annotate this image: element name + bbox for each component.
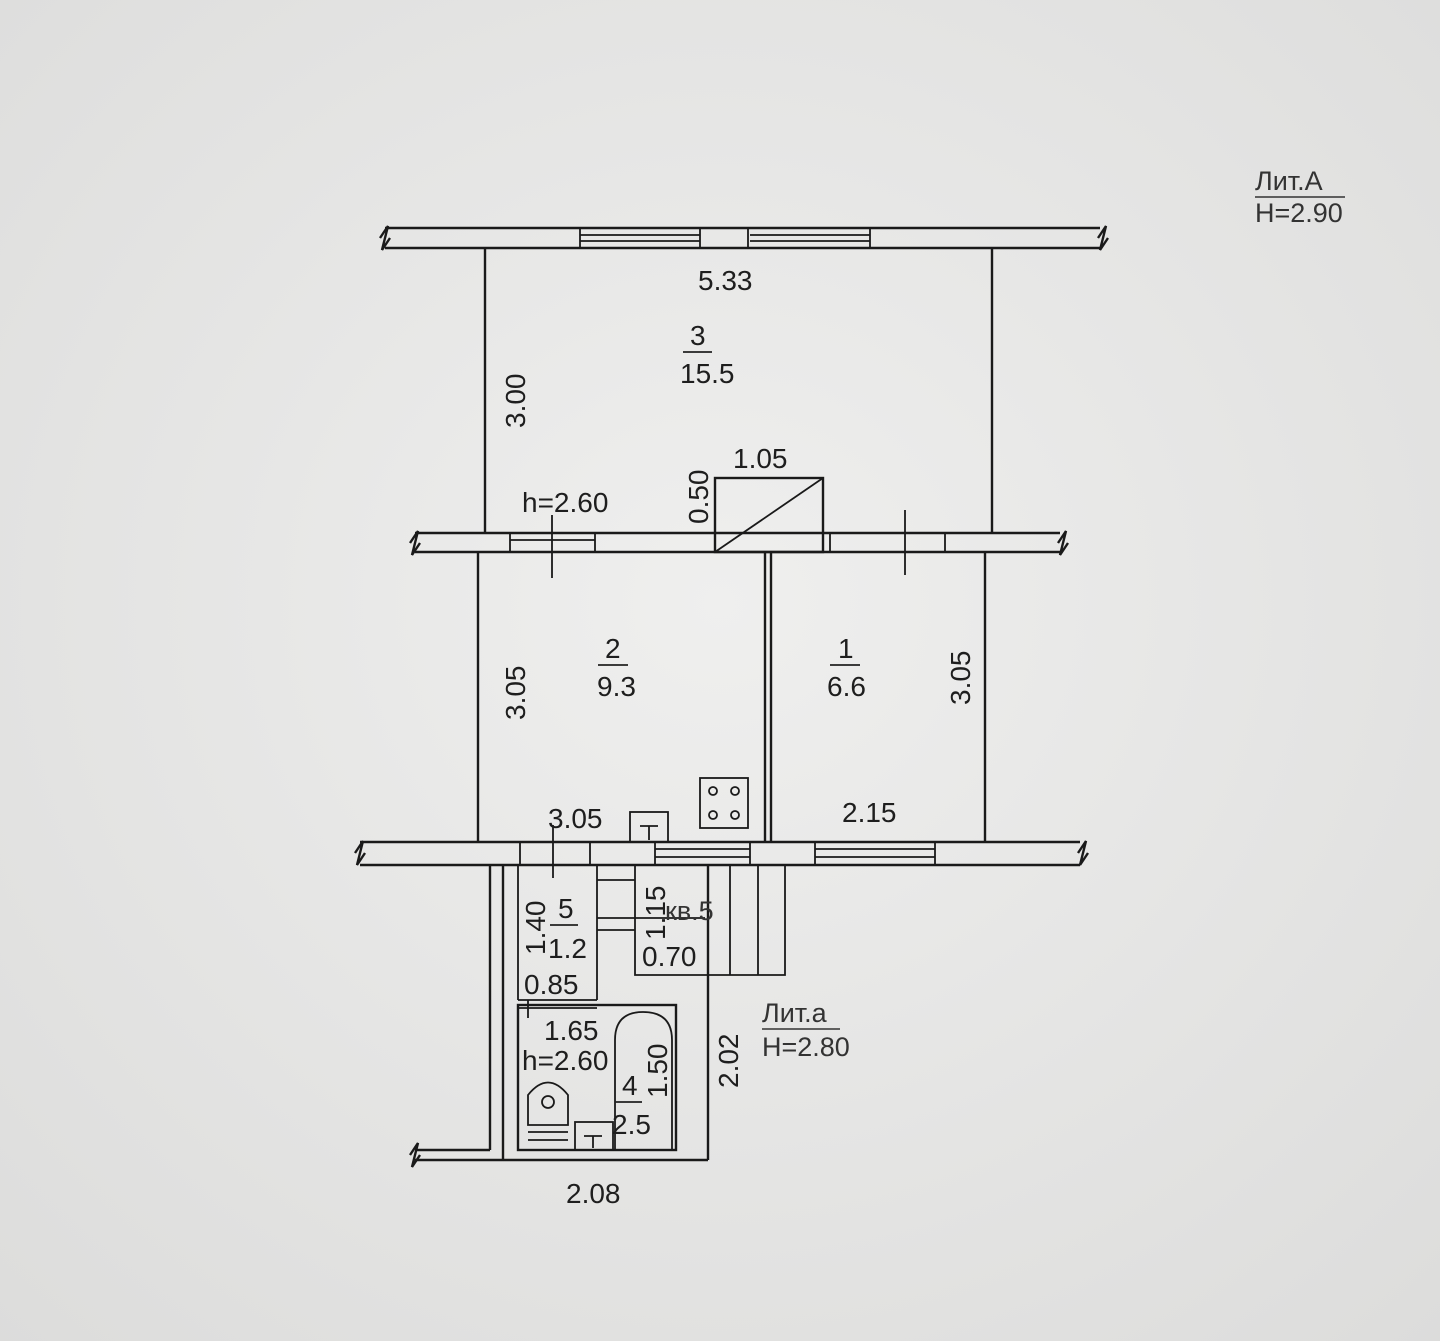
room-2-area: 9.3 xyxy=(597,671,636,702)
stove-width: 1.05 xyxy=(733,443,788,474)
annex-walls xyxy=(409,865,786,1168)
top-wall xyxy=(379,225,1109,251)
bottom-wall xyxy=(354,825,1089,878)
room-5-number: 5 xyxy=(558,893,574,924)
stair-depth: 1.15 xyxy=(640,886,671,941)
bath-sink-icon xyxy=(574,1121,614,1151)
room-1-number: 1 xyxy=(838,633,854,664)
room-3-walls xyxy=(483,248,994,533)
room-5-width: 0.85 xyxy=(524,969,579,1000)
legend-annex-liter: Лит.а xyxy=(762,998,828,1028)
ceiling-bath: h=2.60 xyxy=(522,1045,608,1076)
room-1-depth: 3.05 xyxy=(945,651,976,706)
window xyxy=(579,228,871,248)
room-4-width: 1.65 xyxy=(544,1015,599,1046)
legend-main-height: H=2.90 xyxy=(1255,198,1343,228)
room-4-depth: 1.50 xyxy=(642,1044,673,1099)
kitchen-hob-icon xyxy=(699,777,749,829)
room-2-number: 2 xyxy=(605,633,621,664)
room-3-width: 5.33 xyxy=(698,265,753,296)
room-2-depth: 3.05 xyxy=(500,666,531,721)
stair-width: 0.70 xyxy=(642,941,697,972)
toilet-icon xyxy=(527,1081,569,1141)
room-3-depth: 3.00 xyxy=(500,374,531,429)
room-5-depth: 1.40 xyxy=(520,901,551,956)
annex-width: 2.08 xyxy=(566,1178,621,1209)
legend-annex-height: H=2.80 xyxy=(762,1032,850,1062)
room-5-area: 1.2 xyxy=(548,933,587,964)
room-1-area: 6.6 xyxy=(827,671,866,702)
room-1-width: 2.15 xyxy=(842,797,897,828)
ceiling-room-2: h=2.60 xyxy=(522,487,608,518)
apartment-label: кв.5 xyxy=(665,896,714,926)
legend-main-liter: Лит.А xyxy=(1255,166,1323,196)
stove-depth: 0.50 xyxy=(683,470,714,525)
room-walls xyxy=(476,552,987,842)
room-4-number: 4 xyxy=(622,1070,638,1101)
room-2-width: 3.05 xyxy=(548,803,603,834)
annex-depth: 2.02 xyxy=(713,1034,744,1089)
stove-icon xyxy=(713,476,825,554)
room-4-area: 2.5 xyxy=(612,1109,651,1140)
room-3-number: 3 xyxy=(690,320,706,351)
room-3-area: 15.5 xyxy=(680,358,735,389)
